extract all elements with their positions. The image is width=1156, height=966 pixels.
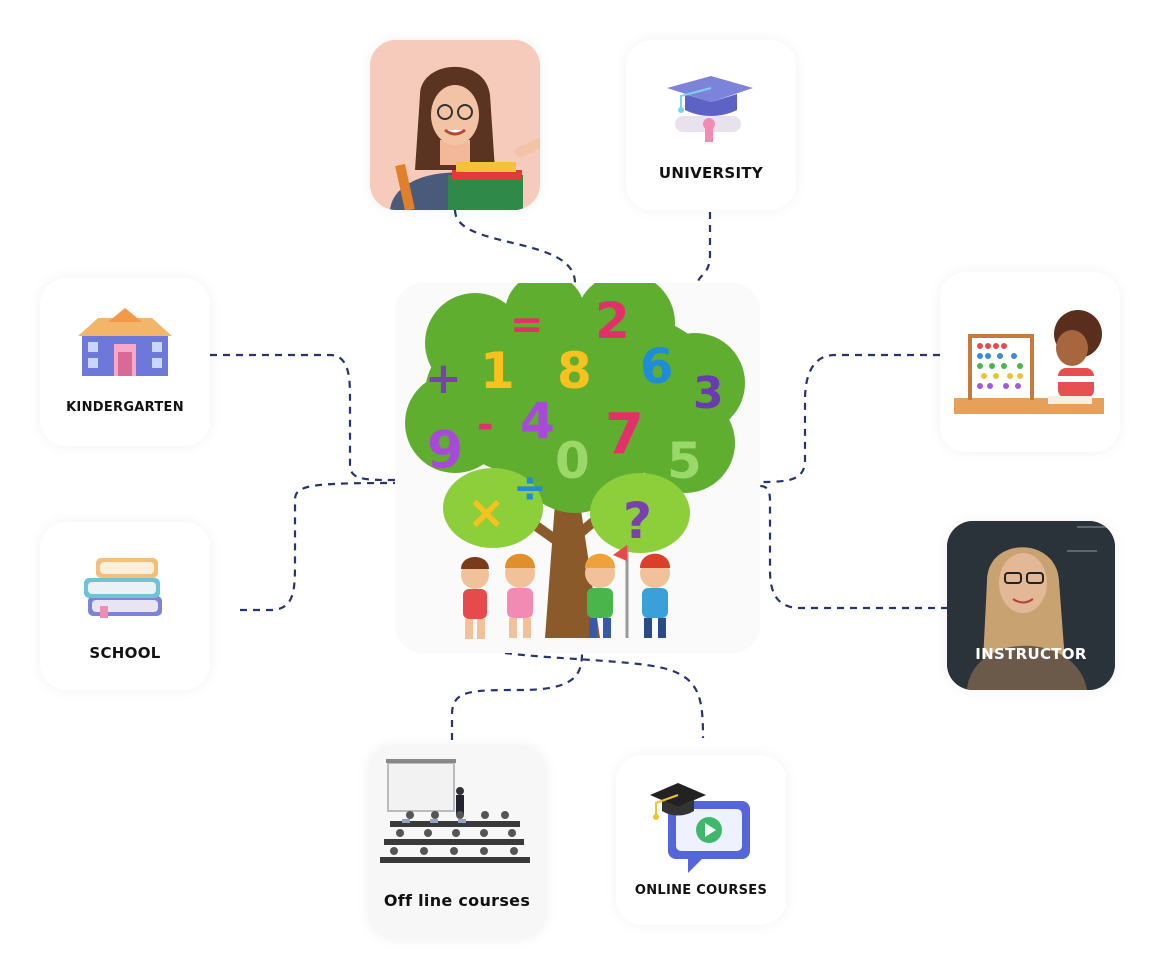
math-tree-illustration: = 2 + 1 8 6 3 9 - 4 7 0 5 × ÷ ? [405, 273, 745, 639]
children-group [461, 545, 670, 639]
student-photo-card [370, 40, 540, 210]
abacus-boy-image [954, 310, 1104, 414]
tree-sym-1: 2 [595, 292, 630, 350]
student-girl-image [370, 40, 540, 210]
math-tree-card: = 2 + 1 8 6 3 9 - 4 7 0 5 × ÷ ? [395, 273, 760, 653]
graduation-cap-icon [667, 76, 753, 142]
kindergarten-building-icon [78, 308, 172, 376]
link-instructor [759, 484, 948, 610]
classroom-image [380, 759, 530, 863]
tree-sym-2: + [425, 353, 462, 404]
link-kindergarten [210, 353, 396, 482]
offline-courses-label: Off line courses [383, 891, 531, 910]
offline-courses-card[interactable]: Off line courses [368, 745, 546, 939]
tree-sym-14: ÷ [513, 465, 547, 511]
online-courses-card[interactable]: ONLINE COURSES [616, 755, 786, 925]
tree-sym-9: 4 [520, 392, 555, 450]
school-label: SCHOOL [89, 644, 161, 662]
tree-sym-5: 6 [640, 339, 673, 395]
tree-sym-10: 7 [605, 402, 644, 467]
link-photo-top [453, 209, 577, 284]
university-card[interactable]: UNIVERSITY [626, 40, 796, 210]
online-course-screen-icon [650, 783, 750, 873]
tree-sym-15: ? [623, 492, 652, 550]
tree-sym-13: × [467, 485, 506, 539]
tree-sym-4: 8 [557, 342, 592, 400]
university-label: UNIVERSITY [658, 164, 764, 182]
link-online [504, 651, 705, 739]
instructor-photo [947, 521, 1115, 690]
tree-sym-3: 1 [480, 342, 515, 400]
online-courses-label: ONLINE COURSES [634, 883, 768, 898]
tree-sym-7: 9 [427, 421, 463, 481]
tree-sym-11: 0 [555, 432, 590, 490]
kindergarten-label: KINDERGARTEN [66, 400, 184, 415]
link-school [240, 481, 396, 612]
instructor-card[interactable]: INSTRUCTOR [947, 521, 1115, 690]
tree-sym-8: - [477, 402, 494, 448]
link-offline [450, 652, 584, 740]
tree-sym-6: 3 [693, 368, 724, 419]
school-card[interactable]: SCHOOL [40, 522, 210, 690]
abacus-boy-card [940, 272, 1120, 452]
instructor-label: INSTRUCTOR [975, 645, 1087, 663]
link-university [696, 212, 712, 284]
books-stack-icon [84, 558, 162, 618]
link-abacus [759, 353, 940, 484]
tree-sym-12: 5 [667, 432, 702, 490]
kindergarten-card[interactable]: KINDERGARTEN [40, 278, 210, 446]
tree-sym-0: = [510, 302, 544, 348]
